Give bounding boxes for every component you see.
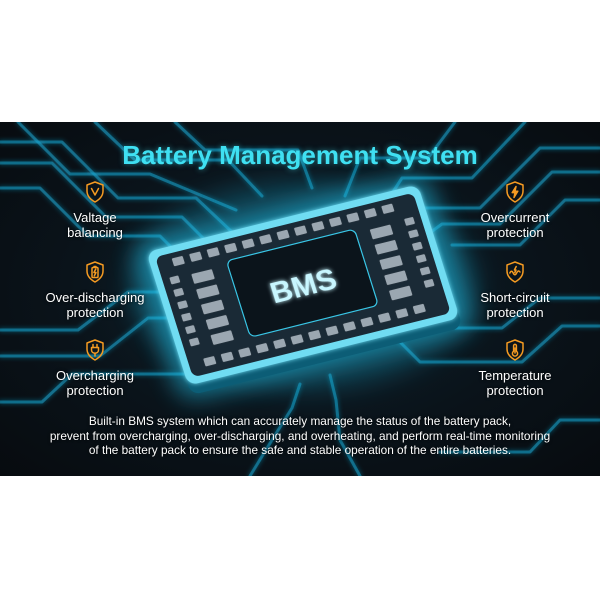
chip-component [254, 342, 270, 354]
chip-component [415, 253, 428, 264]
feature-title: Valtage [73, 210, 117, 225]
description-line: prevent from overcharging, over-discharg… [49, 428, 551, 443]
chip-component [380, 202, 396, 215]
chip-component [272, 337, 287, 350]
feature-subtitle: protection [486, 225, 544, 240]
chip-component [206, 246, 221, 259]
circuit-trace [438, 418, 600, 454]
feature-subtitle: protection [66, 305, 124, 320]
circuit-trace [173, 122, 314, 190]
feature-voltage-balancing: Valtage balancing [25, 180, 165, 240]
chip-component [205, 314, 230, 331]
chip-component [176, 299, 189, 310]
circuit-trace [343, 122, 457, 198]
chip-component [407, 228, 420, 239]
chip-component [188, 250, 203, 263]
feature-temperature: Temperature protection [445, 338, 585, 398]
chip-component [223, 242, 238, 254]
description-line: of the battery pack to ensure the safe a… [88, 443, 512, 457]
feature-short-circuit: Short-circuit protection [445, 260, 585, 320]
chip-component [180, 312, 193, 323]
feature-title: Overcharging [55, 368, 135, 383]
chip-component [373, 239, 399, 256]
feature-overcharging: Overcharging protection [25, 338, 165, 398]
chip-component [383, 269, 409, 286]
feature-subtitle: balancing [67, 225, 123, 240]
chip-component [168, 274, 181, 286]
feature-overcurrent: Overcurrent protection [445, 180, 585, 240]
thermometer-icon [503, 338, 527, 362]
chip-component [171, 255, 186, 267]
circuit-background: BMS [0, 122, 600, 476]
circuit-trace [453, 296, 600, 330]
chip-component [258, 233, 273, 246]
chip-component [200, 299, 225, 316]
chip-component [369, 223, 394, 240]
chip-component [394, 307, 410, 320]
chip-component [422, 278, 436, 289]
chip-component [419, 265, 432, 277]
feature-subtitle: protection [486, 383, 544, 398]
chip-component [310, 220, 326, 233]
plug-charging-icon [83, 338, 107, 362]
circuit-trace [93, 122, 264, 198]
chip-components [168, 202, 436, 368]
description: Built-in BMS system which can accurately… [0, 414, 600, 458]
chip-component [411, 241, 424, 252]
voltage-balancing-icon [83, 180, 107, 204]
chip-component [412, 303, 427, 315]
chip-component [345, 211, 361, 224]
feature-title: Short-circuit [480, 290, 550, 305]
chip-die [227, 229, 378, 337]
chip-component [293, 224, 308, 237]
chip-component [240, 237, 256, 250]
chip-component [184, 324, 197, 335]
chip-component [403, 216, 416, 227]
feature-subtitle: protection [66, 383, 124, 398]
bms-chip: BMS [136, 175, 472, 399]
chip-component [190, 268, 216, 285]
page-title: Battery Management System [122, 140, 478, 170]
chip-component [220, 351, 235, 363]
chip-component [363, 207, 378, 219]
chip-component [307, 329, 322, 341]
chip-component [342, 320, 357, 333]
bms-banner: BMS Battery Management System Valtage ba… [0, 122, 600, 476]
feature-title: Over-discharging [45, 290, 145, 305]
circuit-trace [16, 122, 238, 212]
chip-component [188, 336, 201, 348]
feature-subtitle: protection [486, 305, 544, 320]
chip-component [172, 287, 185, 298]
chip-component [388, 285, 414, 302]
chip-component [324, 324, 340, 337]
feature-title: Overcurrent [480, 210, 550, 225]
chip-component [328, 216, 343, 228]
feature-title: Temperature [478, 368, 552, 383]
chip-component [209, 329, 235, 346]
description-line: Built-in BMS system which can accurately… [88, 414, 512, 428]
battery-discharge-icon [83, 260, 107, 284]
circuit-trace [450, 198, 600, 247]
overcurrent-bolt-icon [503, 180, 527, 204]
chip-component [275, 229, 291, 241]
chip-component [289, 333, 305, 346]
chip-component [359, 316, 375, 328]
short-circuit-icon [503, 260, 527, 284]
feature-over-discharging: Over-discharging protection [25, 260, 165, 320]
chip-component [195, 283, 221, 300]
circuit-trace [248, 382, 302, 476]
chip-component [237, 346, 252, 359]
chip-component [202, 355, 218, 368]
chip-component [377, 311, 392, 324]
chip-component [378, 254, 404, 271]
